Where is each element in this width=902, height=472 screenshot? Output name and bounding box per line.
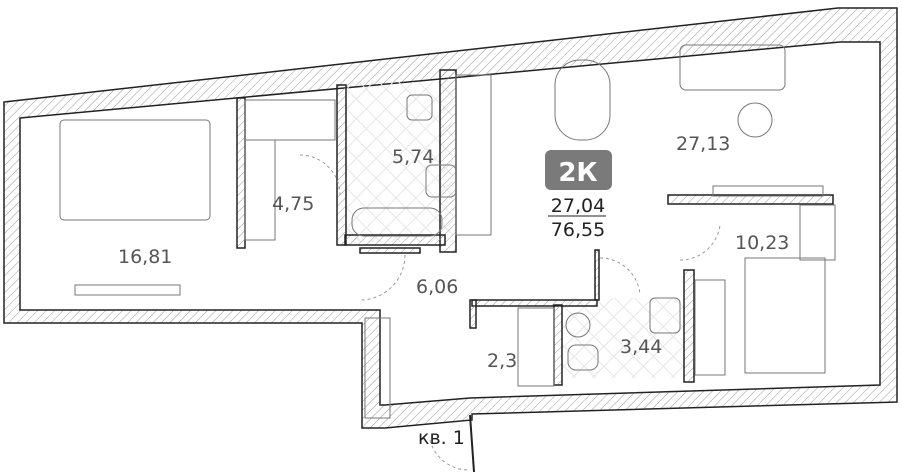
room-area-toilet: 3,44 — [620, 336, 662, 358]
room-area-wardrobe: 4,75 — [272, 193, 314, 215]
room-area-storage: 2,3 — [487, 350, 517, 372]
living-area: 27,04 — [551, 195, 605, 217]
wc-icon — [567, 344, 599, 371]
coffee-table-icon — [737, 102, 773, 138]
hall-wardrobe-icon — [364, 317, 391, 419]
room-type-label: 2К — [558, 158, 597, 188]
desk-icon — [799, 204, 836, 261]
dining-table-icon — [554, 59, 611, 141]
bathroom-floor — [345, 82, 453, 242]
storage-shelf-icon — [517, 307, 555, 387]
toilet-floor — [562, 298, 684, 378]
room-area-living: 27,13 — [676, 133, 730, 155]
room-type-badge — [545, 150, 612, 190]
single-bed-icon — [744, 257, 826, 374]
room-area-hallway: 6,06 — [416, 276, 458, 298]
total-area: 76,55 — [551, 219, 605, 241]
wardrobe-icon — [694, 279, 726, 376]
bathtub-icon — [351, 207, 443, 237]
room-area-bathroom: 5,74 — [392, 146, 434, 168]
door-swings — [299, 154, 721, 471]
entrance-label: кв. 1 — [418, 427, 465, 449]
entrance-wall — [469, 414, 475, 472]
toilet-sink-icon — [649, 297, 681, 334]
sofa-icon — [679, 44, 786, 91]
boiler-icon — [565, 312, 591, 338]
furniture — [59, 44, 836, 419]
room-area-bedroom-left: 16,81 — [118, 246, 172, 268]
tv-unit-icon — [74, 284, 181, 296]
room-area-bedroom-right: 10,23 — [735, 232, 789, 254]
wardrobe-icon — [244, 99, 336, 141]
double-bed-icon — [59, 119, 211, 221]
kitchen-counter-icon — [455, 74, 492, 236]
tv-unit-icon — [712, 185, 824, 197]
toilet-icon — [406, 94, 433, 121]
